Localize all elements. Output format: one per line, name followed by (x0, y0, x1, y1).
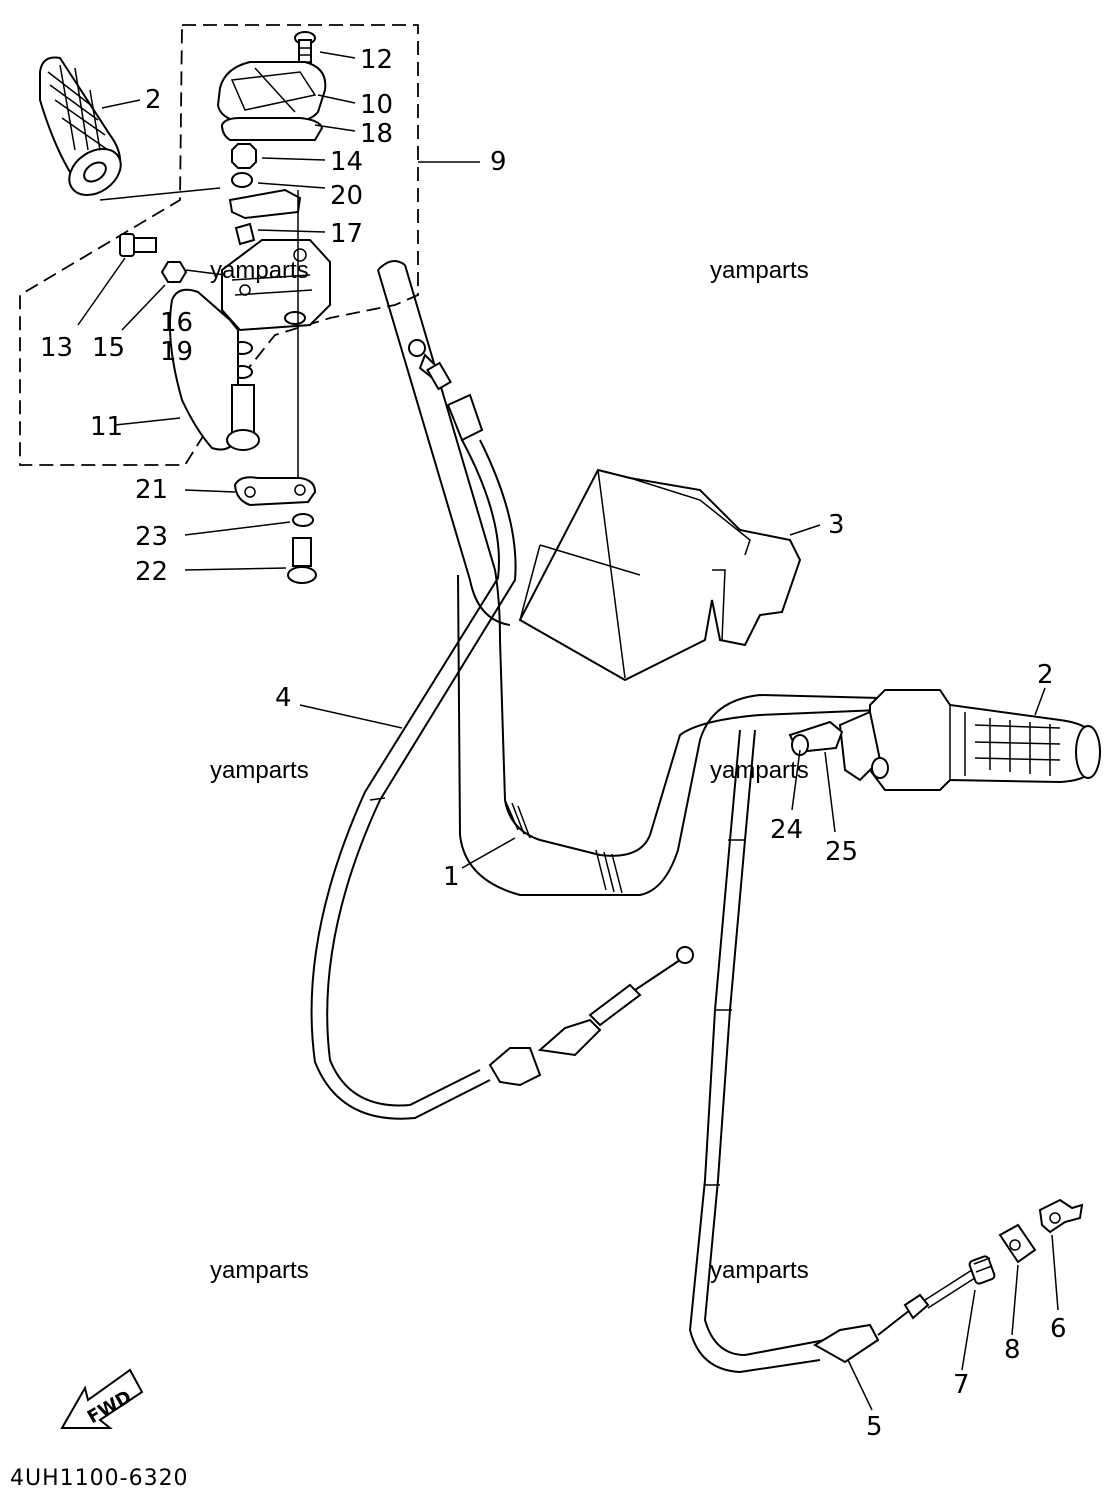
nut-14 (231, 143, 257, 169)
handlebar-1 (377, 260, 881, 896)
assembly-boundary (19, 24, 419, 466)
callout-5: 5 (866, 1412, 883, 1442)
callout-16: 16 (160, 308, 193, 338)
cable-adjuster-24 (788, 720, 844, 756)
washer-23 (292, 513, 314, 527)
watermark: yamparts (710, 757, 809, 784)
callout-18: 18 (360, 119, 393, 149)
brake-cable-5 (688, 729, 979, 1374)
joint-8 (998, 1223, 1037, 1264)
throttle-lever-11 (168, 288, 260, 451)
bracket-21 (233, 476, 317, 507)
callout-3: 3 (828, 510, 845, 540)
switch-housing (221, 239, 331, 332)
watermark: yamparts (210, 757, 309, 784)
spring-7 (968, 1255, 996, 1285)
watermark: yamparts (710, 1257, 809, 1284)
callout-6: 6 (1050, 1314, 1067, 1344)
left-grip (39, 56, 122, 196)
callout-7: 7 (953, 1370, 970, 1400)
switch-cover (216, 61, 327, 141)
callout-11: 11 (90, 412, 123, 442)
screw-13 (119, 233, 157, 257)
screw-12 (294, 31, 316, 69)
watermark: yamparts (210, 257, 309, 284)
callout-23: 23 (135, 522, 168, 552)
right-grip (838, 689, 1102, 791)
callout-25: 25 (825, 837, 858, 867)
callout-2-right: 2 (1037, 660, 1054, 690)
callout-9: 9 (490, 147, 507, 177)
callout-19: 19 (160, 337, 193, 367)
callout-2-left: 2 (145, 85, 162, 115)
callout-14: 14 (330, 147, 363, 177)
callout-1: 1 (443, 862, 460, 892)
callout-21: 21 (135, 475, 168, 505)
watermark: yamparts (210, 1257, 309, 1284)
callout-12: 12 (360, 45, 393, 75)
washer-20 (231, 172, 253, 188)
throttle-cable-4 (310, 339, 694, 1120)
callout-24: 24 (770, 815, 803, 845)
clip-17 (234, 222, 256, 246)
switch-plate (228, 188, 302, 220)
diagram-code: 4UH1100-6320 (10, 1466, 189, 1491)
callout-17: 17 (330, 219, 363, 249)
callout-20: 20 (330, 181, 363, 211)
callout-15: 15 (92, 333, 125, 363)
pin-6 (1038, 1198, 1084, 1234)
callout-13: 13 (40, 333, 73, 363)
callout-8: 8 (1004, 1335, 1021, 1365)
forward-arrow: FWD (60, 1368, 144, 1429)
callout-10: 10 (360, 90, 393, 120)
nut-15 (160, 261, 188, 283)
watermark: yamparts (710, 257, 809, 284)
bolt-22 (287, 537, 317, 584)
callout-4: 4 (275, 683, 292, 713)
callout-22: 22 (135, 557, 168, 587)
handlebar-cover-3 (518, 468, 802, 682)
